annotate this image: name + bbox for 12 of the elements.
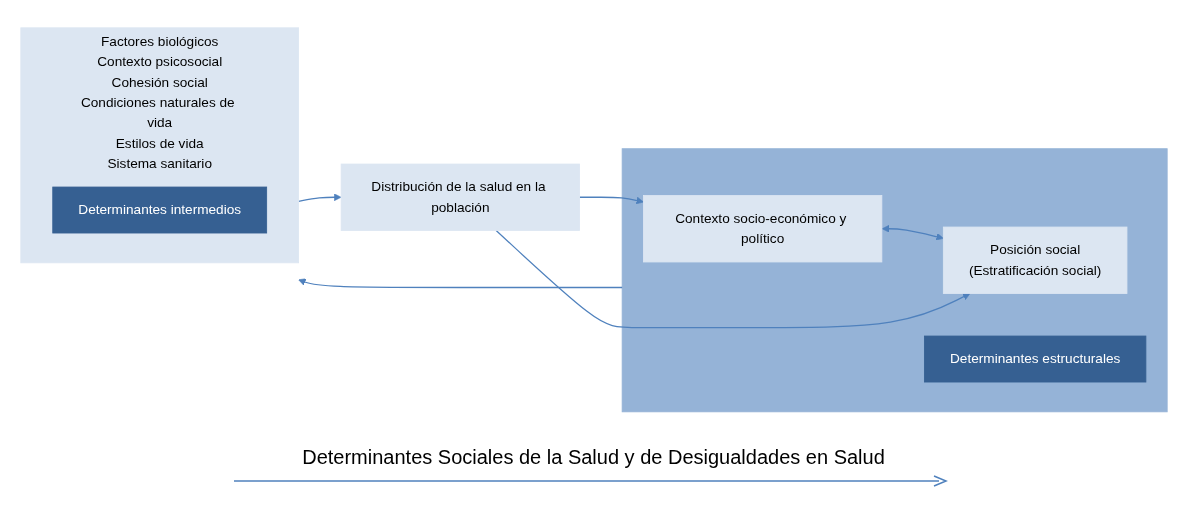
arrow <box>297 193 341 203</box>
arrow <box>297 278 623 289</box>
node-box: Contexto socio-económico y político <box>642 195 882 263</box>
arrow <box>881 225 944 241</box>
cluster <box>621 148 1168 413</box>
caption: Determinantes Sociales de la Salud y de Desigualdades en Salud <box>302 446 885 469</box>
arrow <box>495 230 970 329</box>
node-box: Determinantes intermedios <box>51 186 267 234</box>
node-box: Posición social (Estratificación social) <box>942 226 1127 295</box>
arrow <box>578 196 644 205</box>
node-box: Determinantes estructurales <box>923 335 1146 383</box>
node-box: Distribución de la salud en la población <box>340 163 580 232</box>
